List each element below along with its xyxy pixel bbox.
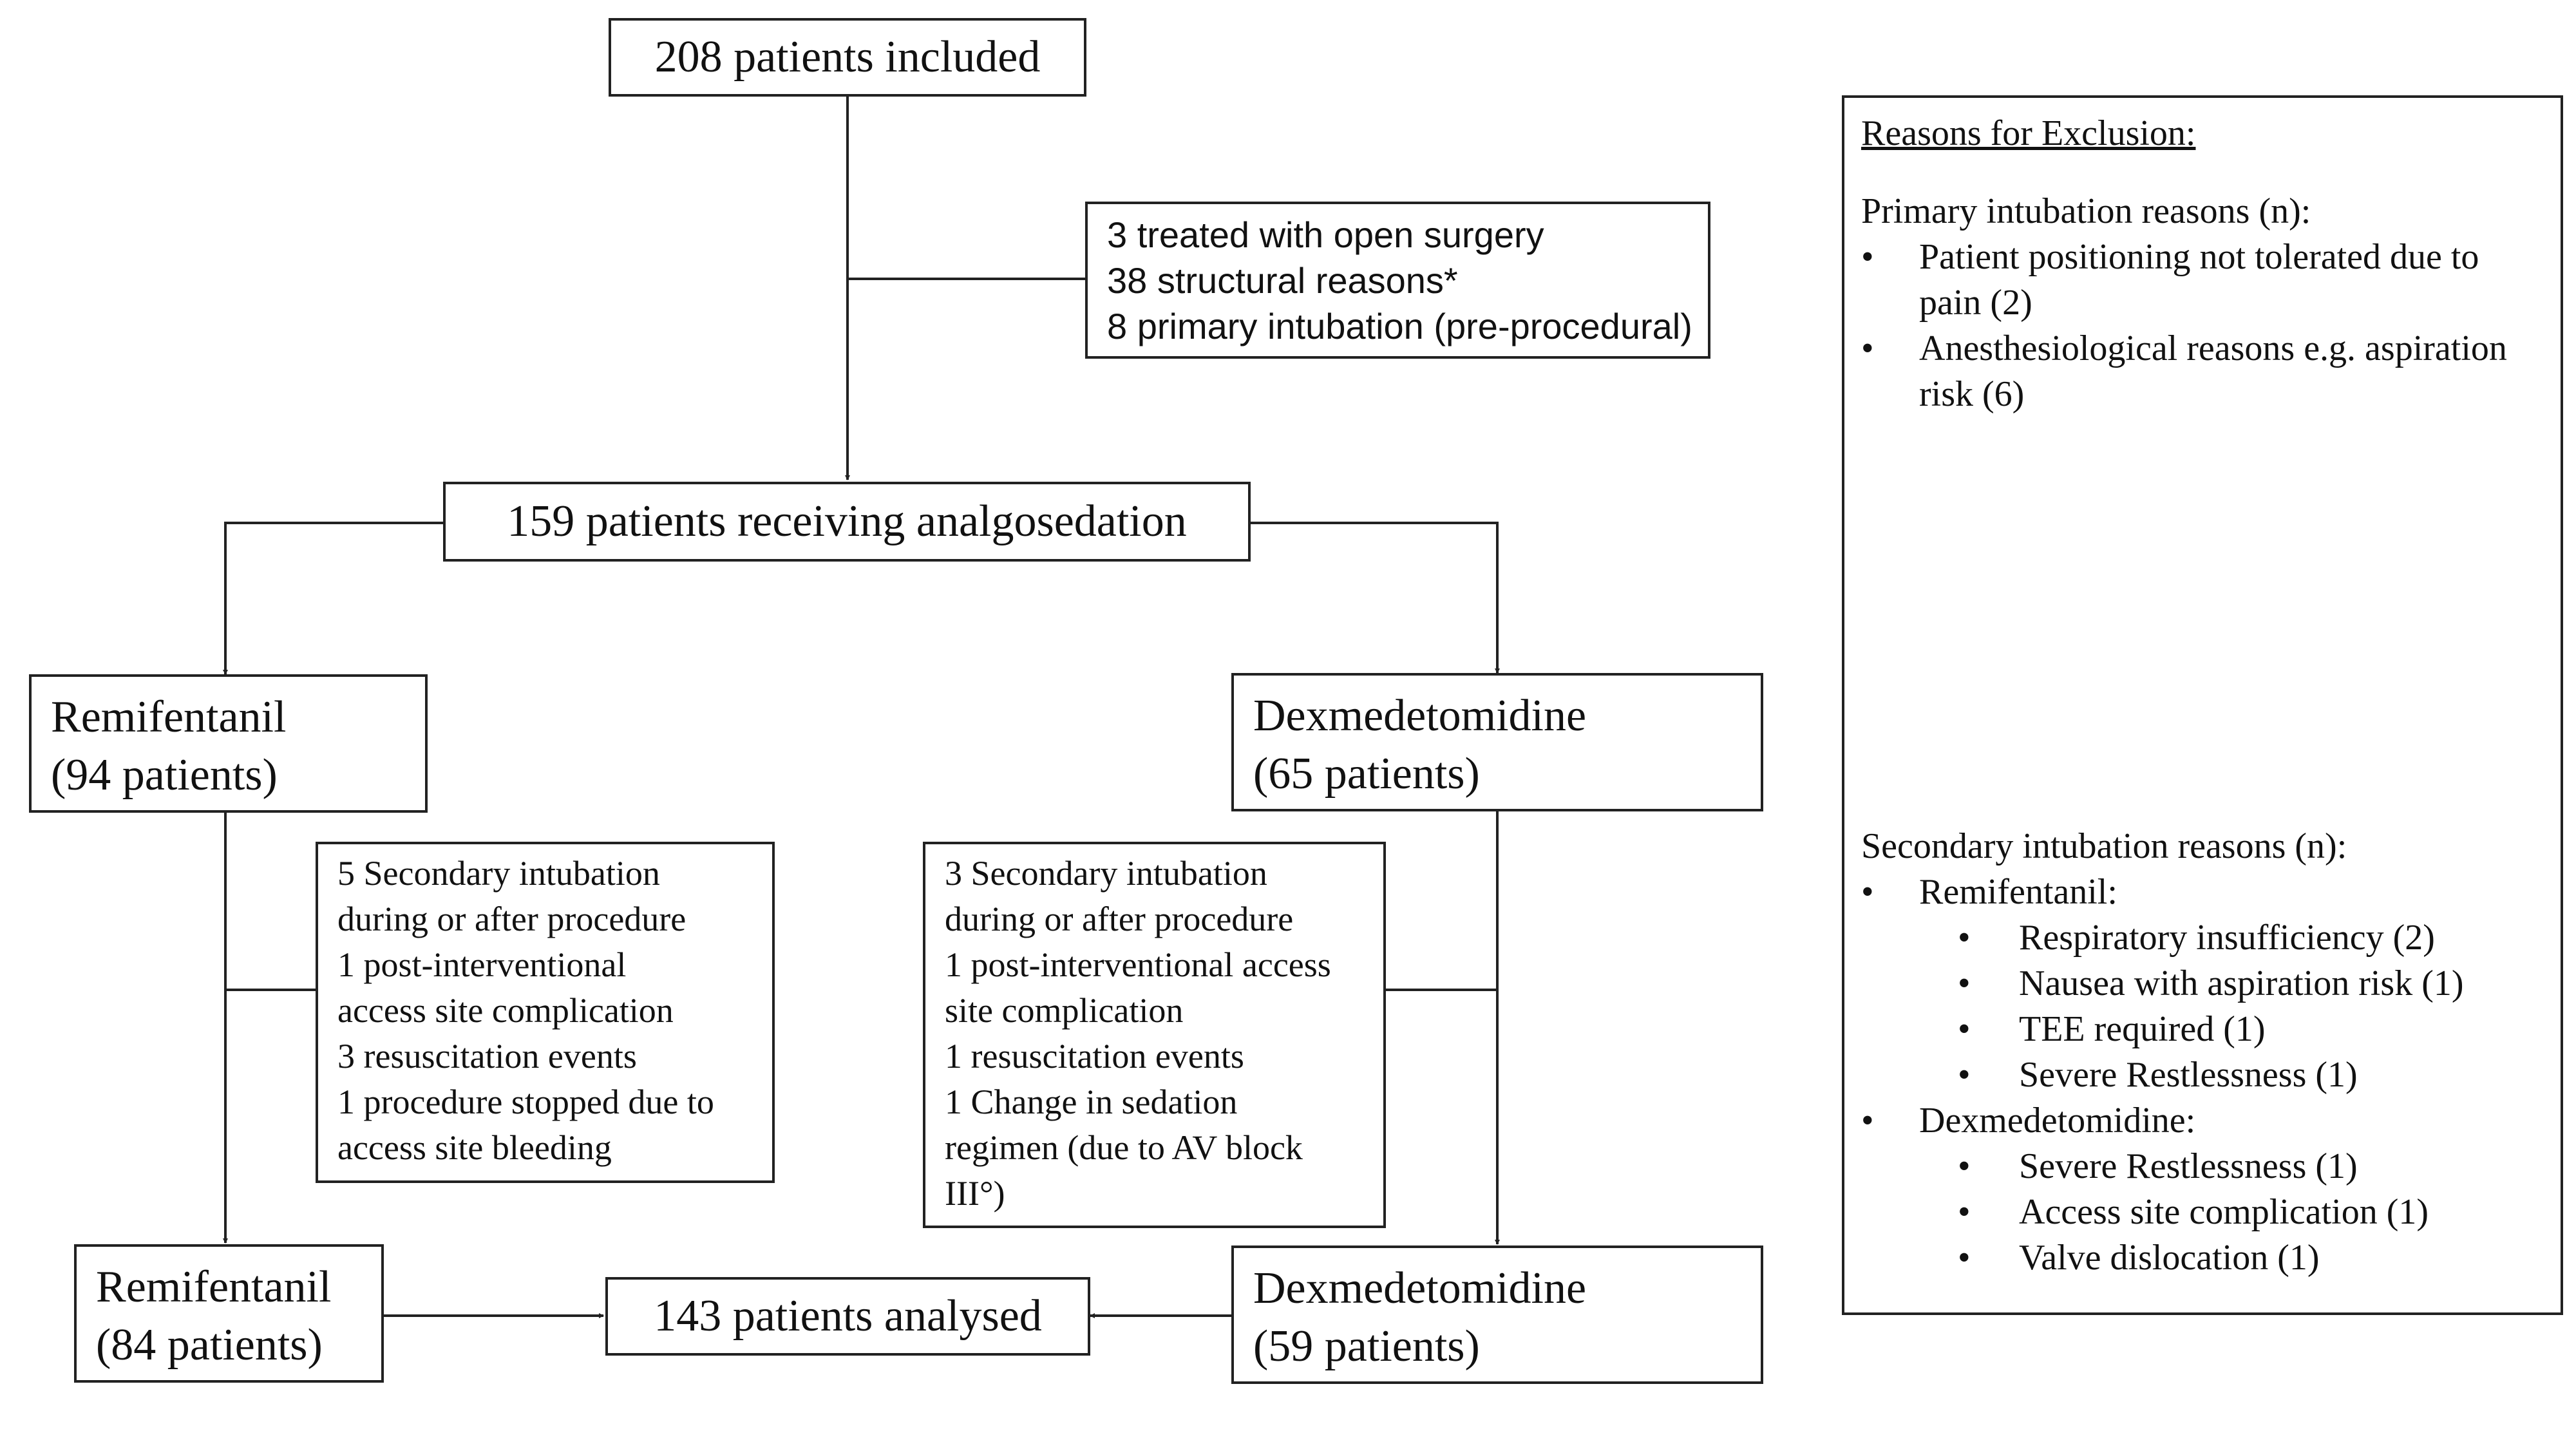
dexmedetomidine-start-count: (65 patients) — [1253, 749, 1480, 799]
primary-reason-line: Patient positioning not tolerated due to — [1919, 237, 2479, 277]
remifentanil-start-box: Remifentanil (94 patients) — [29, 674, 428, 813]
remifentanil-loss-line: 1 post-interventional — [337, 945, 627, 984]
included-box: 208 patients included — [609, 18, 1086, 97]
remifentanil-end-name: Remifentanil — [96, 1262, 332, 1312]
bullet-icon: • — [1958, 1238, 1971, 1278]
remifentanil-losses-box: 5 Secondary intubation during or after p… — [316, 842, 775, 1183]
dexmedetomidine-loss-line: 3 Secondary intubation — [945, 854, 1267, 893]
bullet-icon: • — [1958, 1009, 1971, 1049]
secondary-group-label: Remifentanil: — [1919, 872, 2117, 912]
secondary-reason-item: • Access site complication (1) — [1861, 1189, 2561, 1235]
connector-to-dexmedetomidine — [1249, 522, 1500, 674]
analgosedation-box: 159 patients receiving analgosedation — [443, 482, 1251, 562]
included-label: 208 patients included — [654, 32, 1041, 82]
exclusion-reasons-panel: Reasons for Exclusion: Primary intubatio… — [1842, 95, 2563, 1315]
remifentanil-loss-line: 5 Secondary intubation — [337, 854, 660, 893]
panel-spacer — [1861, 417, 2561, 824]
secondary-reason-item: • Nausea with aspiration risk (1) — [1861, 961, 2561, 1007]
bullet-icon: • — [1958, 1192, 1971, 1232]
primary-reason-line: Anesthesiological reasons e.g. aspiratio… — [1919, 328, 2507, 368]
excluded-line: 38 structural reasons* — [1107, 260, 1458, 301]
dexmedetomidine-losses-box: 3 Secondary intubation during or after p… — [923, 842, 1386, 1228]
remifentanil-end-box: Remifentanil (84 patients) — [74, 1244, 384, 1383]
bullet-icon: • — [1861, 237, 1874, 277]
bullet-icon: • — [1958, 1055, 1971, 1095]
dexmedetomidine-loss-line: 1 Change in sedation — [945, 1083, 1238, 1121]
secondary-group-remifentanil: • Remifentanil: — [1861, 869, 2561, 915]
secondary-reason-line: Nausea with aspiration risk (1) — [2019, 963, 2464, 1003]
remifentanil-start-name: Remifentanil — [51, 692, 287, 742]
secondary-reason-line: Severe Restlessness (1) — [2019, 1146, 2358, 1186]
dexmedetomidine-loss-line: during or after procedure — [945, 900, 1294, 938]
dexmedetomidine-end-name: Dexmedetomidine — [1253, 1264, 1587, 1313]
excluded-line: 3 treated with open surgery — [1107, 214, 1544, 255]
primary-reason-item: • Patient positioning not tolerated due … — [1861, 234, 2561, 326]
analysed-box: 143 patients analysed — [605, 1277, 1090, 1356]
remifentanil-loss-line: access site bleeding — [337, 1128, 612, 1167]
dexmedetomidine-start-name: Dexmedetomidine — [1253, 691, 1587, 741]
primary-reason-line: pain (2) — [1919, 283, 2032, 323]
bullet-icon: • — [1861, 872, 1874, 912]
secondary-reason-line: Respiratory insufficiency (2) — [2019, 918, 2435, 958]
primary-reason-line: risk (6) — [1919, 374, 2025, 414]
analgosedation-label: 159 patients receiving analgosedation — [507, 497, 1187, 546]
bullet-icon: • — [1958, 1146, 1971, 1186]
remifentanil-loss-line: during or after procedure — [337, 900, 687, 938]
primary-reason-item: • Anesthesiological reasons e.g. aspirat… — [1861, 326, 2561, 417]
bullet-icon: • — [1958, 918, 1971, 958]
remifentanil-loss-line: 1 procedure stopped due to — [337, 1083, 714, 1121]
exclusion-panel-title: Reasons for Exclusion: — [1861, 113, 2196, 153]
secondary-reason-item: • TEE required (1) — [1861, 1007, 2561, 1052]
secondary-reason-item: • Respiratory insufficiency (2) — [1861, 915, 2561, 961]
secondary-intubation-heading: Secondary intubation reasons (n): — [1861, 826, 2347, 866]
remifentanil-end-count: (84 patients) — [96, 1320, 323, 1370]
dexmedetomidine-start-box: Dexmedetomidine (65 patients) — [1231, 673, 1763, 811]
dexmedetomidine-loss-line: 1 resuscitation events — [945, 1037, 1244, 1075]
excluded-box: 3 treated with open surgery 38 structura… — [1085, 202, 1710, 359]
secondary-reason-line: Valve dislocation (1) — [2019, 1238, 2320, 1278]
dexmedetomidine-loss-line: III°) — [945, 1174, 1005, 1213]
dexmedetomidine-loss-line: site complication — [945, 991, 1184, 1030]
secondary-reason-item: • Severe Restlessness (1) — [1861, 1144, 2561, 1189]
dexmedetomidine-end-count: (59 patients) — [1253, 1321, 1480, 1371]
secondary-reason-item: • Valve dislocation (1) — [1861, 1235, 2561, 1281]
secondary-reason-line: Severe Restlessness (1) — [2019, 1055, 2358, 1095]
remifentanil-loss-line: access site complication — [337, 991, 674, 1030]
remifentanil-loss-line: 3 resuscitation events — [337, 1037, 637, 1075]
connector-to-remifentanil — [223, 522, 443, 675]
secondary-reason-line: TEE required (1) — [2019, 1009, 2266, 1049]
secondary-group-label: Dexmedetomidine: — [1919, 1101, 2196, 1141]
dexmedetomidine-end-box: Dexmedetomidine (59 patients) — [1231, 1245, 1763, 1384]
remifentanil-start-count: (94 patients) — [51, 750, 278, 800]
excluded-line: 8 primary intubation (pre-procedural) — [1107, 306, 1692, 346]
secondary-group-dexmedetomidine: • Dexmedetomidine: — [1861, 1098, 2561, 1144]
bullet-icon: • — [1958, 963, 1971, 1003]
dexmedetomidine-loss-line: 1 post-interventional access — [945, 945, 1331, 984]
primary-intubation-heading: Primary intubation reasons (n): — [1861, 191, 2311, 231]
bullet-icon: • — [1861, 1101, 1874, 1141]
secondary-reason-line: Access site complication (1) — [2019, 1192, 2429, 1232]
secondary-reason-item: • Severe Restlessness (1) — [1861, 1052, 2561, 1098]
bullet-icon: • — [1861, 328, 1874, 368]
dexmedetomidine-loss-line: regimen (due to AV block — [945, 1128, 1303, 1167]
analysed-label: 143 patients analysed — [654, 1291, 1042, 1341]
